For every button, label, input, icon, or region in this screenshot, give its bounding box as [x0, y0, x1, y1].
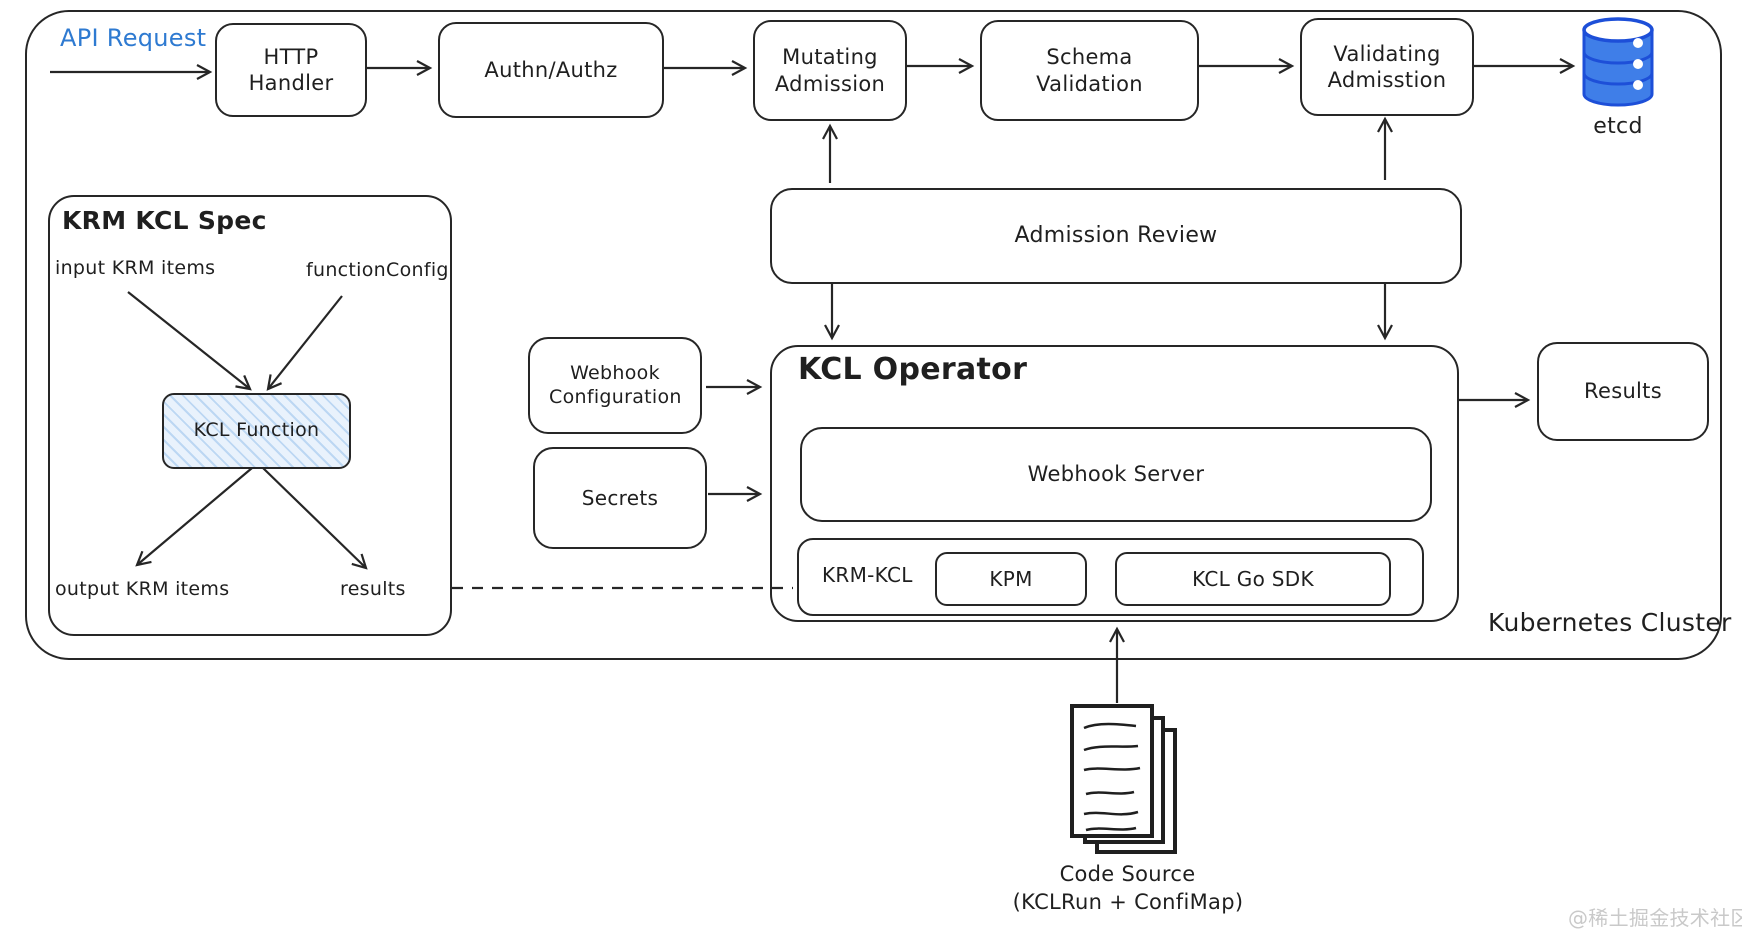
node-validating-admission-label: Validating Admisstion: [1327, 41, 1447, 92]
code-source-title: Code Source: [1059, 862, 1196, 886]
node-schema-validation-label: Schema Validation: [1036, 45, 1143, 96]
kubernetes-cluster-box: [25, 10, 1722, 660]
webhook-configuration-box: Webhook Configuration: [528, 337, 702, 434]
kubernetes-cluster-label: Kubernetes Cluster: [1488, 608, 1732, 637]
watermark-label: @稀土掘金技术社区: [1568, 906, 1742, 930]
kcl-function-box: KCL Function: [162, 393, 351, 469]
code-source-documents-icon: [1070, 704, 1177, 854]
krm-kcl-spec-title: KRM KCL Spec: [62, 206, 267, 235]
kpm-box: KPM: [935, 552, 1087, 606]
secrets-box: Secrets: [533, 447, 707, 549]
krm-kcl-toolchain-box: [797, 538, 1424, 616]
admission-review-box: Admission Review: [770, 188, 1462, 284]
results-label: Results: [1584, 379, 1662, 404]
input-krm-items-label: input KRM items: [55, 257, 216, 279]
api-request-label: API Request: [60, 24, 207, 52]
kpm-label: KPM: [989, 566, 1033, 591]
node-validating-admission: Validating Admisstion: [1300, 18, 1474, 116]
node-mutating-admission: Mutating Admission: [753, 20, 907, 121]
node-mutating-admission-label: Mutating Admission: [774, 45, 886, 96]
webhook-server-box: Webhook Server: [800, 427, 1432, 522]
node-schema-validation: Schema Validation: [980, 20, 1199, 121]
kcl-operator-box: [770, 345, 1459, 622]
kcl-function-label: KCL Function: [193, 419, 320, 442]
node-http-handler-label: HTTP Handler: [248, 44, 334, 95]
kcl-operator-title: KCL Operator: [798, 352, 1028, 387]
kcl-go-sdk-label: KCL Go SDK: [1192, 566, 1314, 591]
admission-review-label: Admission Review: [1014, 223, 1218, 249]
kcl-go-sdk-box: KCL Go SDK: [1115, 552, 1391, 606]
node-authn-authz: Authn/Authz: [438, 22, 664, 118]
results-box: Results: [1537, 342, 1709, 441]
krm-kcl-label: KRM-KCL: [822, 563, 913, 587]
krm-kcl-spec-box: [48, 195, 452, 636]
etcd-label: etcd: [1593, 114, 1643, 139]
output-krm-items-label: output KRM items: [55, 578, 230, 600]
webhook-server-label: Webhook Server: [1027, 462, 1205, 487]
function-config-label: functionConfig: [306, 259, 449, 281]
node-authn-authz-label: Authn/Authz: [484, 57, 618, 82]
secrets-label: Secrets: [581, 485, 659, 510]
webhook-configuration-label: Webhook Configuration: [549, 361, 682, 408]
node-http-handler: HTTP Handler: [215, 23, 367, 117]
results-small-label: results: [340, 578, 406, 600]
code-source-subtitle: (KCLRun + ConfiMap): [1012, 890, 1244, 914]
